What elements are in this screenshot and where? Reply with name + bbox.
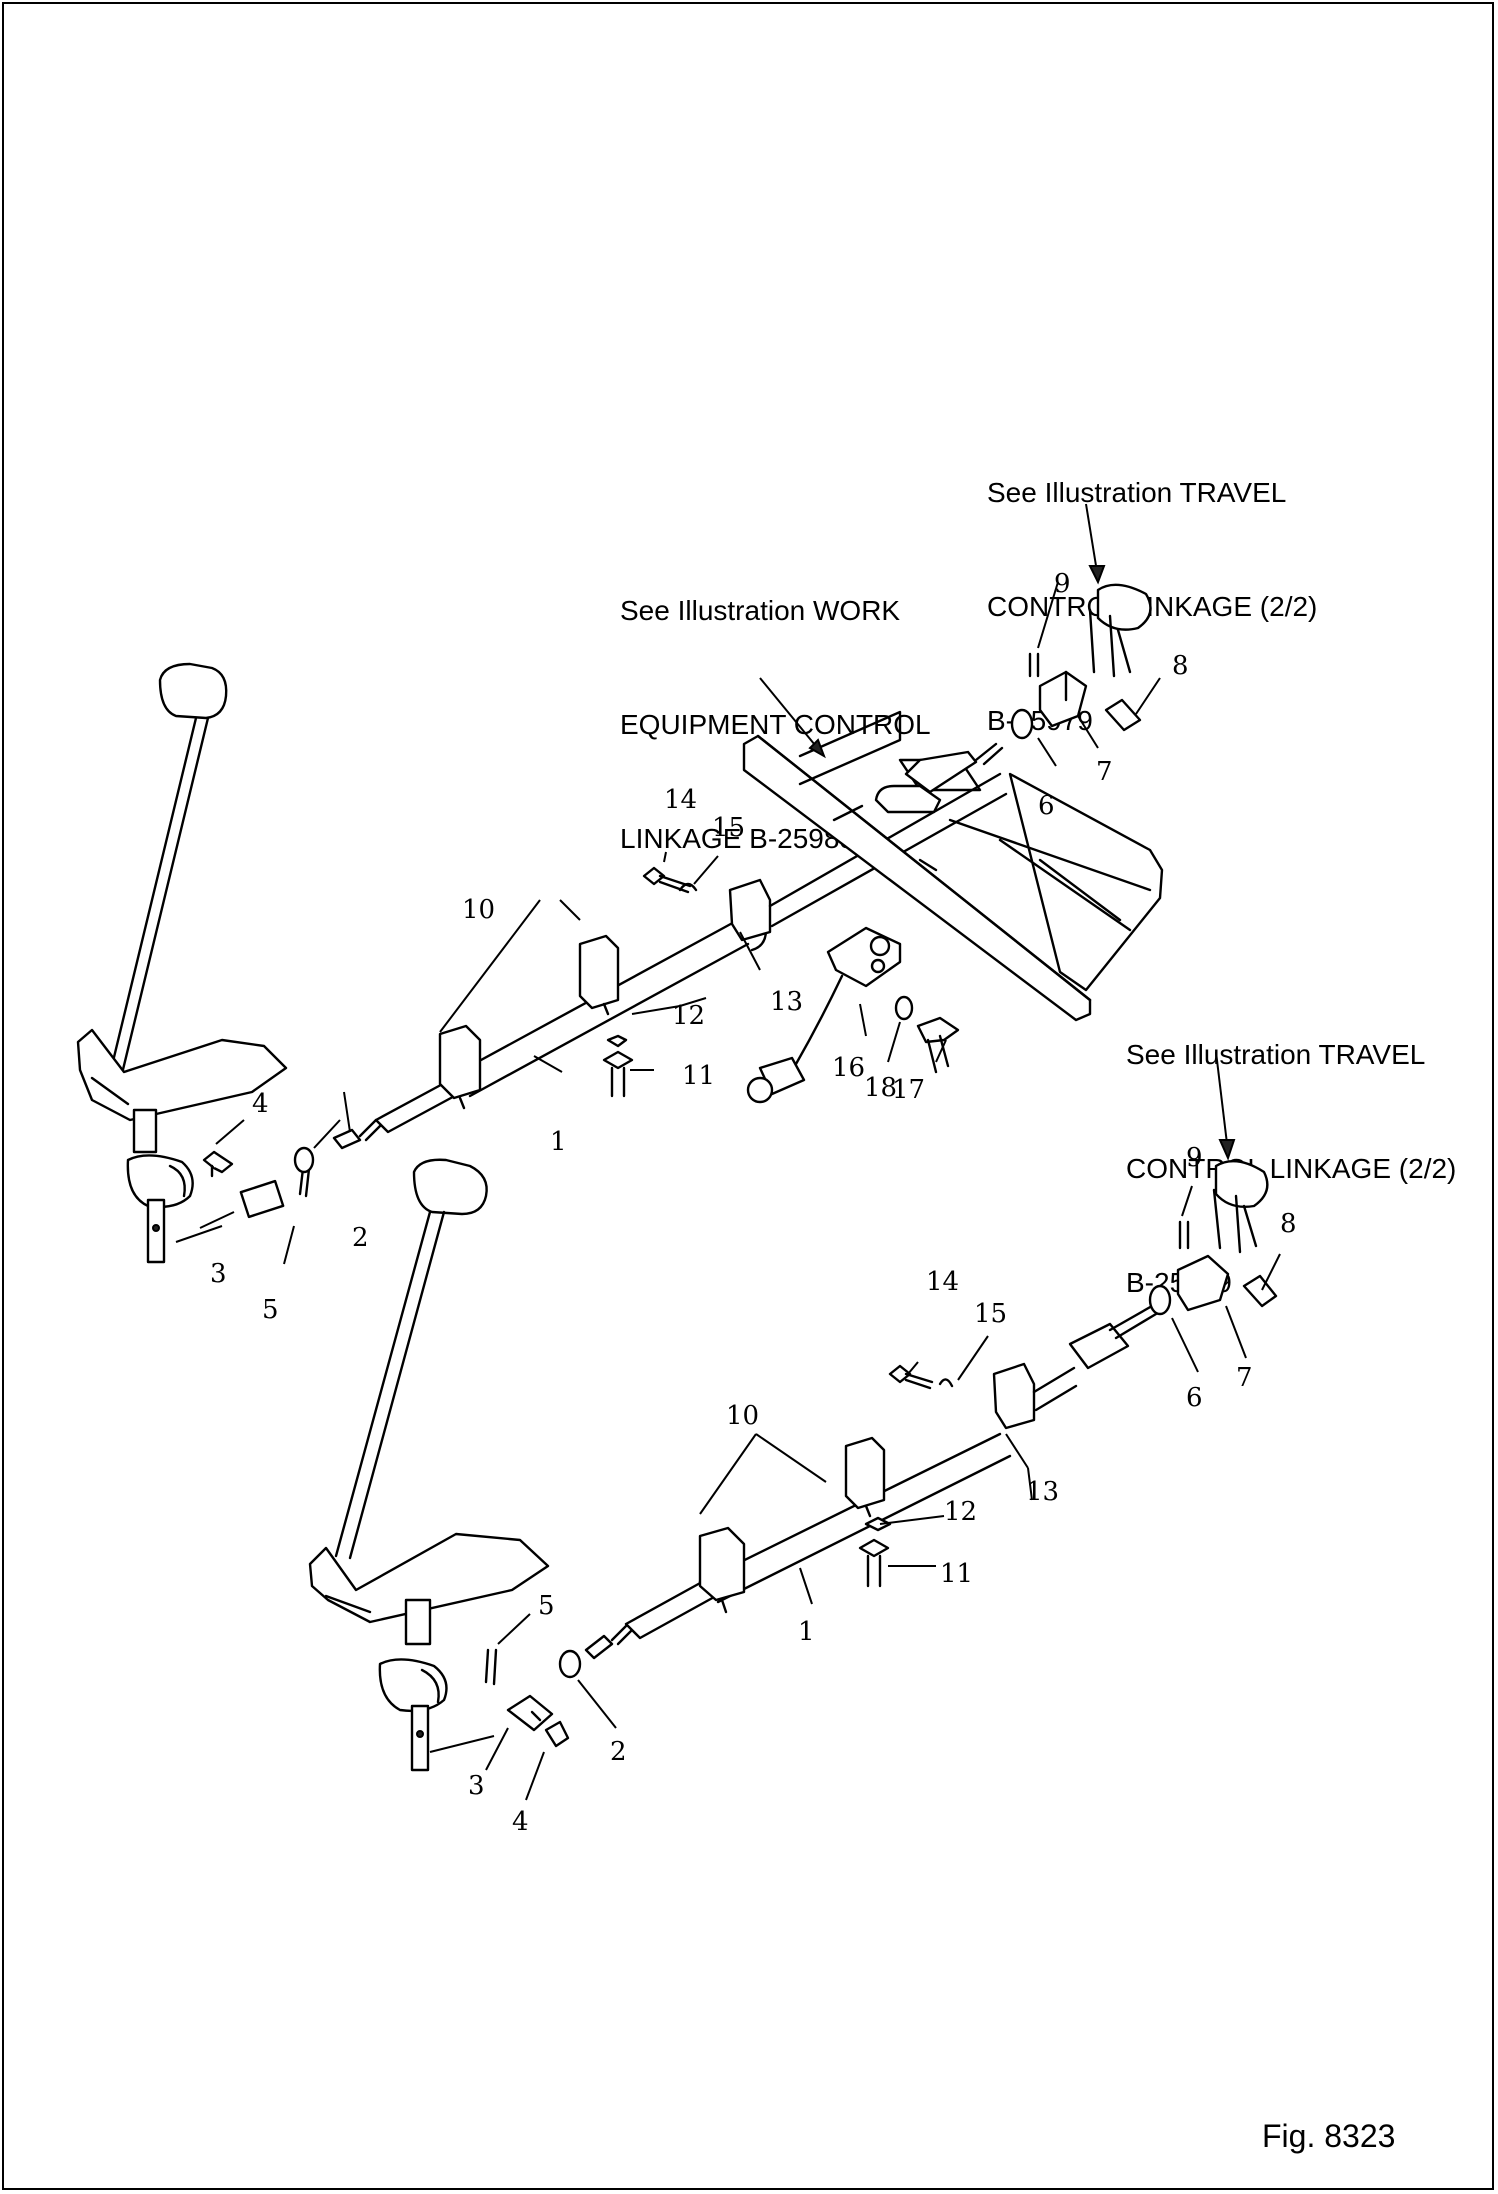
callout-upper-9: 9 <box>1054 569 1071 599</box>
callouts-lower: 1 2 3 4 5 6 7 8 9 10 11 12 13 14 15 <box>468 1143 1297 1837</box>
lower-fasteners <box>858 1364 954 1588</box>
callout-upper-4: 4 <box>252 1089 269 1119</box>
lower-leader-lines <box>429 1051 1281 1801</box>
callout-upper-18: 18 <box>864 1073 897 1103</box>
callout-lower-3: 3 <box>468 1771 485 1801</box>
callout-lower-4: 4 <box>512 1807 529 1837</box>
callout-lower-10: 10 <box>726 1401 759 1431</box>
callout-upper-15: 15 <box>712 813 745 843</box>
callout-upper-8: 8 <box>1172 651 1189 681</box>
callout-upper-6: 6 <box>1038 791 1055 821</box>
callout-lower-14: 14 <box>926 1267 959 1297</box>
callout-lower-7: 7 <box>1236 1363 1253 1393</box>
callout-upper-10: 10 <box>462 895 495 925</box>
callout-upper-11: 11 <box>682 1061 715 1091</box>
lower-main-bar <box>698 1304 1158 1614</box>
upper-travel-lever <box>76 662 288 1264</box>
upper-fasteners <box>602 866 960 1104</box>
callout-upper-5: 5 <box>262 1295 279 1325</box>
callout-lower-11: 11 <box>940 1559 973 1589</box>
figure-label: Fig. 8323 <box>1262 2118 1396 2154</box>
callouts-upper: 1 2 3 4 5 6 7 8 9 10 11 12 13 14 15 16 1… <box>210 569 1189 1325</box>
callout-upper-3: 3 <box>210 1259 227 1289</box>
callout-upper-17: 17 <box>892 1075 925 1105</box>
note-line: LINKAGE B-25985 <box>620 823 856 854</box>
lower-assembly <box>308 1051 1281 1801</box>
upper-leader-lines <box>175 503 1161 1265</box>
callout-upper-13: 13 <box>770 987 803 1017</box>
callout-upper-12: 12 <box>672 1001 705 1031</box>
callout-lower-5: 5 <box>538 1591 555 1621</box>
note-line: CONTROL LINKAGE (2/2) <box>1126 1153 1457 1184</box>
lower-rod-parts <box>484 1580 718 1748</box>
callout-lower-15: 15 <box>974 1299 1007 1329</box>
lower-travel-lever <box>308 1158 550 1772</box>
callout-upper-16: 16 <box>832 1053 865 1083</box>
upper-right-clevis <box>904 583 1152 794</box>
note-line: See Illustration TRAVEL <box>987 477 1287 508</box>
callout-lower-12: 12 <box>944 1497 977 1527</box>
note-line: EQUIPMENT CONTROL <box>620 709 931 740</box>
note-line: See Illustration WORK <box>620 595 901 626</box>
upper-main-bar <box>438 772 1008 1110</box>
callout-lower-8: 8 <box>1280 1209 1297 1239</box>
callout-lower-2: 2 <box>610 1737 627 1767</box>
callout-upper-14: 14 <box>664 785 697 815</box>
upper-assembly <box>76 503 1164 1265</box>
callout-lower-6: 6 <box>1186 1383 1203 1413</box>
lower-right-clevis <box>1148 1160 1278 1316</box>
upper-linkage-frame <box>742 710 1164 1022</box>
callout-lower-13: 13 <box>1026 1477 1059 1507</box>
upper-rod-parts <box>202 1078 464 1219</box>
callout-lower-9: 9 <box>1186 1143 1203 1173</box>
callout-upper-2: 2 <box>352 1223 369 1253</box>
callout-upper-1: 1 <box>550 1127 567 1157</box>
callout-upper-7: 7 <box>1096 757 1113 787</box>
note-work-equipment-linkage: See Illustration WORK EQUIPMENT CONTROL … <box>620 516 931 896</box>
note-line: See Illustration TRAVEL <box>1126 1039 1426 1070</box>
callout-lower-1: 1 <box>798 1617 815 1647</box>
